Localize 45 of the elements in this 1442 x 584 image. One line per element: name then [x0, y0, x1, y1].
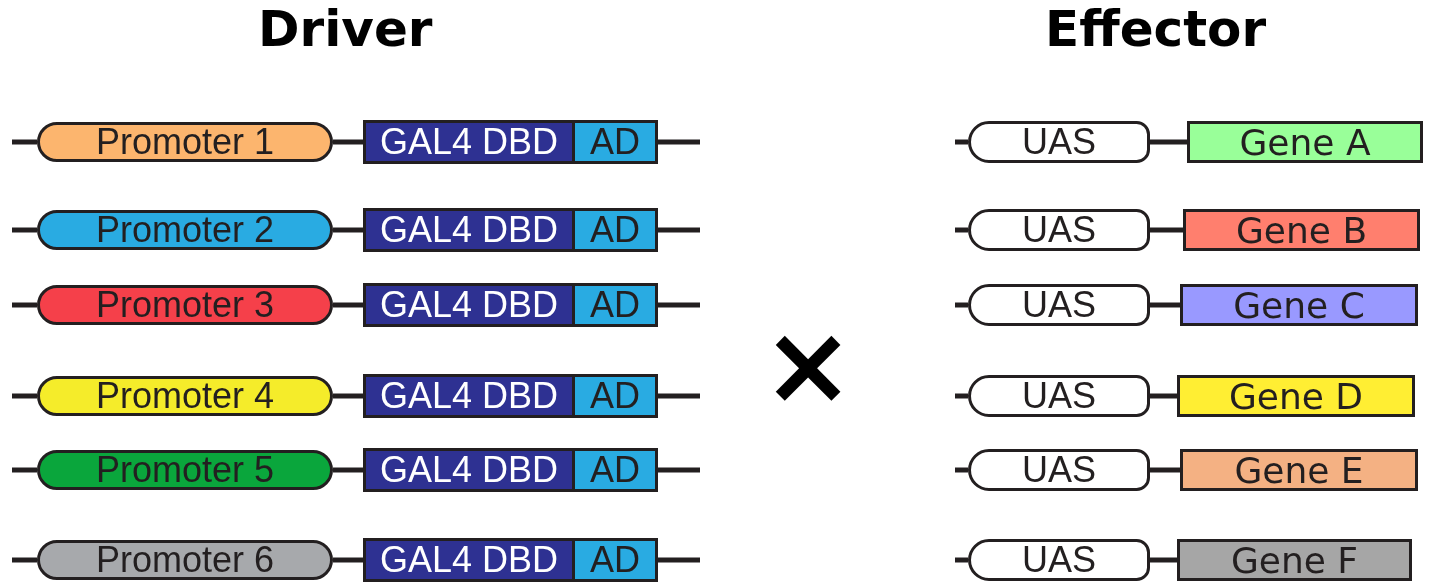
- activation-domain-box: AD: [572, 283, 658, 327]
- uas-element: UAS: [968, 539, 1150, 581]
- cross-symbol: ×: [762, 315, 855, 415]
- dna-line: [333, 557, 363, 563]
- promoter-element: Promoter 1: [37, 122, 333, 162]
- promoter-element: Promoter 4: [37, 376, 333, 416]
- dna-line: [333, 302, 363, 308]
- gene-box: Gene F: [1177, 539, 1412, 581]
- uas-element: UAS: [968, 449, 1150, 491]
- activation-domain-box: AD: [572, 208, 658, 252]
- dna-line: [1150, 302, 1180, 308]
- uas-element: UAS: [968, 121, 1150, 163]
- dna-line: [333, 139, 363, 145]
- gene-box: Gene D: [1177, 375, 1415, 417]
- gene-box: Gene B: [1183, 209, 1420, 251]
- dna-line: [1150, 557, 1177, 563]
- promoter-element: Promoter 6: [37, 540, 333, 580]
- dbd-domain-box: GAL4 DBD: [363, 208, 575, 252]
- uas-element: UAS: [968, 209, 1150, 251]
- gene-box: Gene C: [1180, 284, 1418, 326]
- dna-line: [333, 227, 363, 233]
- activation-domain-box: AD: [572, 538, 658, 582]
- uas-element: UAS: [968, 284, 1150, 326]
- dna-line: [1150, 227, 1183, 233]
- dbd-domain-box: GAL4 DBD: [363, 120, 575, 164]
- uas-element: UAS: [968, 375, 1150, 417]
- promoter-element: Promoter 3: [37, 285, 333, 325]
- dbd-domain-box: GAL4 DBD: [363, 283, 575, 327]
- gene-box: Gene A: [1187, 121, 1423, 163]
- dna-line: [1150, 467, 1180, 473]
- dna-line: [333, 393, 363, 399]
- dna-line: [1150, 139, 1187, 145]
- dbd-domain-box: GAL4 DBD: [363, 374, 575, 418]
- promoter-element: Promoter 2: [37, 210, 333, 250]
- column-heading: Driver: [258, 0, 433, 58]
- column-heading: Effector: [1045, 0, 1267, 58]
- dbd-domain-box: GAL4 DBD: [363, 448, 575, 492]
- promoter-element: Promoter 5: [37, 450, 333, 490]
- activation-domain-box: AD: [572, 120, 658, 164]
- activation-domain-box: AD: [572, 374, 658, 418]
- gene-box: Gene E: [1180, 449, 1418, 491]
- dna-line: [1150, 393, 1177, 399]
- dbd-domain-box: GAL4 DBD: [363, 538, 575, 582]
- dna-line: [333, 467, 363, 473]
- activation-domain-box: AD: [572, 448, 658, 492]
